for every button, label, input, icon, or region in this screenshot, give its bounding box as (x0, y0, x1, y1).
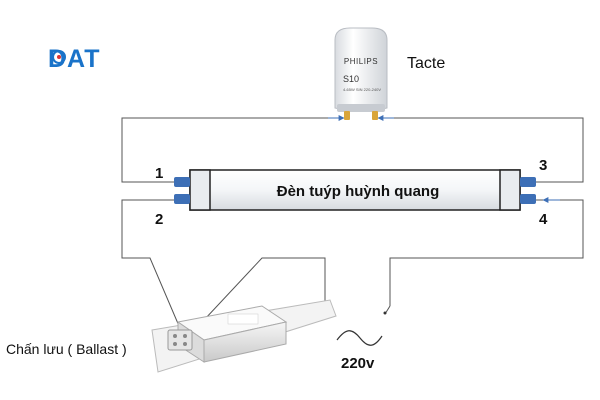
starter-base (337, 104, 385, 112)
starter: PHILIPS S10 4-65W SIN 220-240V (334, 27, 388, 120)
ballast-screw-3 (173, 342, 177, 346)
tube-body (189, 169, 521, 211)
ballast-screw-2 (183, 334, 187, 338)
starter-model: S10 (343, 74, 359, 84)
wire-pin-2-to-ballast (121, 199, 186, 341)
pin-3-label: 3 (539, 157, 547, 174)
pin-1-connector (174, 177, 190, 187)
ballast (151, 299, 337, 373)
ac-wave-icon (336, 330, 383, 346)
wires (121, 115, 584, 341)
starter-brand: PHILIPS (344, 57, 378, 66)
pin-2-connector (174, 194, 190, 204)
ballast-screw-4 (183, 342, 187, 346)
tube-label: Đèn tuýp huỳnh quang (277, 183, 440, 200)
pin-1-label: 1 (155, 165, 163, 182)
pin-4-label: 4 (539, 211, 548, 228)
ballast-label: Chấn lưu ( Ballast ) (6, 341, 127, 357)
logo-target-dot (57, 55, 61, 59)
ballast-sticker (227, 313, 259, 325)
logo-target-icon (52, 50, 66, 64)
supply-terminal-right (383, 311, 387, 315)
pin-2-label: 2 (155, 211, 163, 228)
tube-end-cap-left (189, 169, 211, 211)
starter-small-print: 4-65W SIN 220-240V (343, 87, 381, 92)
wire-starter-left-to-pin-1 (121, 117, 345, 183)
wire-pin-4-to-supply (389, 199, 584, 306)
wire-ballast-to-supply (189, 257, 326, 336)
supply-voltage-label: 220v (341, 355, 375, 372)
starter-body (334, 27, 388, 112)
pin-3-connector (520, 177, 536, 187)
dat-logo: DAT (48, 45, 101, 73)
starter-label: Tacte (407, 55, 445, 72)
starter-pin-right (372, 111, 378, 120)
wire-starter-right-to-pin-3 (377, 117, 584, 183)
ballast-terminal-block (167, 329, 193, 351)
ballast-body-side (203, 321, 287, 363)
pin-4-connector (520, 194, 536, 204)
ballast-screw-1 (173, 334, 177, 338)
starter-pin-left (344, 111, 350, 120)
logo-text: DAT (48, 45, 101, 73)
fluorescent-tube: Đèn tuýp huỳnh quang (174, 169, 536, 211)
tube-end-cap-right (499, 169, 521, 211)
